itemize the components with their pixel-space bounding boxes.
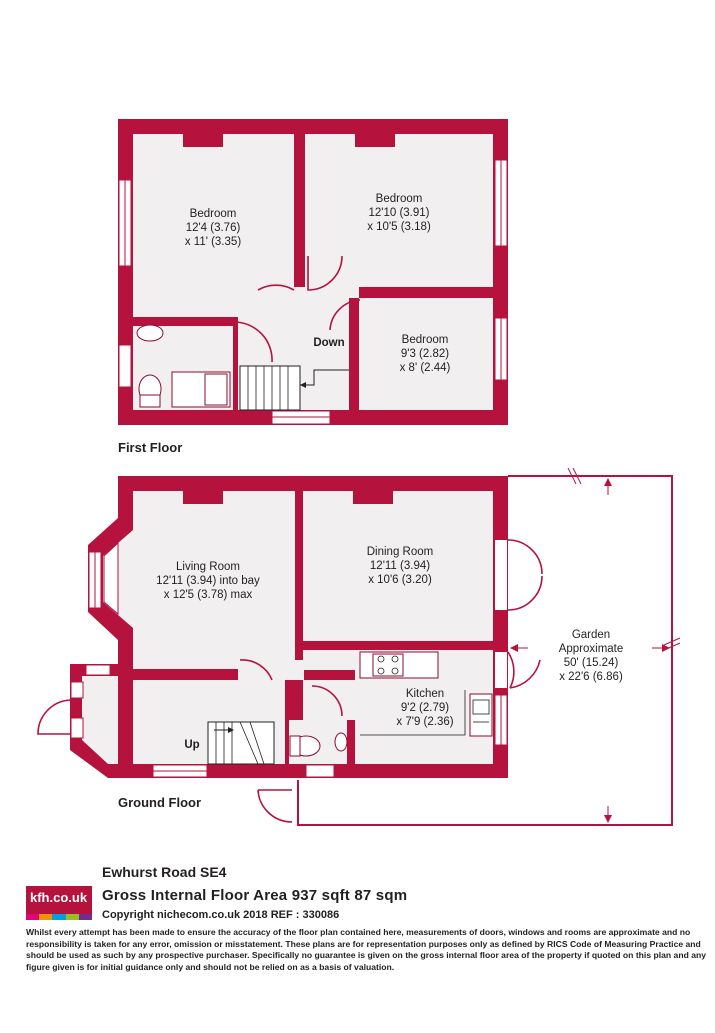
logo-color-stripes xyxy=(26,914,93,920)
svg-text:Bedroom: Bedroom xyxy=(376,193,423,205)
stair-arrow xyxy=(300,369,349,386)
svg-text:Garden: Garden xyxy=(572,629,610,641)
floor-area: Gross Internal Floor Area 937 sqft 87 sq… xyxy=(102,887,408,904)
svg-text:x 10'6 (3.20): x 10'6 (3.20) xyxy=(368,574,432,586)
chimney-breast xyxy=(355,134,395,147)
living-room-floor xyxy=(133,491,295,669)
basin xyxy=(136,324,164,342)
svg-text:12'10 (3.91): 12'10 (3.91) xyxy=(368,207,429,219)
room-dim: x 12'5 (3.78) max xyxy=(164,589,253,601)
svg-text:12'11 (3.94) into bay: 12'11 (3.94) into bay xyxy=(156,575,260,587)
chimney-breast xyxy=(183,134,223,147)
door-swing xyxy=(257,789,293,823)
room-dim: 12'11 (3.94) into bay xyxy=(156,575,260,587)
room-dim: 12'4 (3.76) xyxy=(186,222,241,234)
landing-link xyxy=(294,287,359,298)
logo-stripe xyxy=(39,914,53,920)
logo-stripe xyxy=(65,914,79,920)
room-dim: x 10'6 (3.20) xyxy=(368,574,432,586)
svg-text:x 22'6 (6.86): x 22'6 (6.86) xyxy=(559,671,623,683)
svg-text:x 10'5 (3.18): x 10'5 (3.18) xyxy=(367,221,431,233)
door-swing xyxy=(329,299,361,331)
room-name: Bedroom xyxy=(402,334,449,346)
garden-dim: x 22'6 (6.86) xyxy=(559,671,623,683)
kitchen-counter xyxy=(360,690,466,736)
svg-text:Approximate: Approximate xyxy=(559,643,624,655)
room-dim: x 8' (2.44) xyxy=(400,362,451,374)
svg-text:50' (15.24): 50' (15.24) xyxy=(564,657,619,669)
svg-text:Down: Down xyxy=(313,337,344,349)
ground-floor-label: Ground Floor xyxy=(118,795,202,810)
room-name: Kitchen xyxy=(406,688,444,700)
svg-text:Up: Up xyxy=(184,739,199,751)
svg-text:12'4 (3.76): 12'4 (3.76) xyxy=(186,222,241,234)
garden-dim: 50' (15.24) xyxy=(564,657,619,669)
svg-text:x 12'5 (3.78) max: x 12'5 (3.78) max xyxy=(164,589,253,601)
room-name: Bedroom xyxy=(190,208,237,220)
property-address: Ewhurst Road SE4 xyxy=(102,864,227,880)
stair-label: Up xyxy=(184,739,199,751)
door-swing xyxy=(307,255,343,291)
basin xyxy=(334,732,348,752)
svg-text:12'11 (3.94): 12'11 (3.94) xyxy=(370,560,430,572)
svg-text:9'3 (2.82): 9'3 (2.82) xyxy=(401,348,449,360)
bay-window xyxy=(103,541,119,616)
shower-tray xyxy=(204,373,228,406)
stair-label: Down xyxy=(313,337,344,349)
window xyxy=(85,664,111,676)
first-floor-plan: Bedroom 12'4 (3.76) x 11' (3.35) Bedroom… xyxy=(118,119,508,425)
room-dim: 9'2 (2.79) xyxy=(401,702,449,714)
logo-stripe xyxy=(52,914,66,920)
door-swing xyxy=(257,284,295,291)
svg-text:x 7'9 (2.36): x 7'9 (2.36) xyxy=(396,716,453,728)
room-dim: 12'10 (3.91) xyxy=(368,207,429,219)
disclaimer: Whilst every attempt has been made to en… xyxy=(26,927,707,972)
first-floor-label: First Floor xyxy=(118,440,183,455)
room-dim: x 10'5 (3.18) xyxy=(367,221,431,233)
door-swing xyxy=(239,659,273,681)
door-swing xyxy=(507,575,543,611)
garden-name: Garden xyxy=(572,629,610,641)
dining-room-floor xyxy=(303,491,493,641)
staircase xyxy=(207,721,275,765)
svg-text:x 8' (2.44): x 8' (2.44) xyxy=(400,362,451,374)
room-dim: x 11' (3.35) xyxy=(185,236,241,248)
garden-boundary xyxy=(297,475,673,826)
garden-note: Approximate xyxy=(559,643,624,655)
svg-text:Dining Room: Dining Room xyxy=(367,546,433,558)
svg-text:Living Room: Living Room xyxy=(176,561,240,573)
window xyxy=(70,681,84,699)
door-swing xyxy=(507,651,515,689)
room-name: Living Room xyxy=(176,561,240,573)
staircase xyxy=(239,365,301,411)
porch-floor xyxy=(82,676,118,764)
room-dim: x 7'9 (2.36) xyxy=(396,716,453,728)
room-dim: 9'3 (2.82) xyxy=(401,348,449,360)
room-name: Dining Room xyxy=(367,546,433,558)
copyright: Copyright nichecom.co.uk 2018 REF : 3300… xyxy=(102,909,340,921)
logo-stripe xyxy=(26,914,40,920)
svg-text:Bedroom: Bedroom xyxy=(402,334,449,346)
bedroom-2-floor xyxy=(305,134,493,287)
ground-floor-plan: Living Room 12'11 (3.94) into bay x 12'5… xyxy=(37,467,681,826)
logo-stripe xyxy=(78,914,93,920)
bedroom-3-floor xyxy=(359,298,493,410)
door-swing xyxy=(311,685,343,717)
door-swing xyxy=(507,539,543,575)
svg-text:9'2 (2.79): 9'2 (2.79) xyxy=(401,702,449,714)
svg-text:Kitchen: Kitchen xyxy=(406,688,444,700)
svg-text:x 11' (3.35): x 11' (3.35) xyxy=(185,236,241,248)
window xyxy=(118,344,132,388)
window xyxy=(70,717,84,739)
floor-plan: Bedroom 12'4 (3.76) x 11' (3.35) Bedroom… xyxy=(37,119,681,826)
svg-text:Bedroom: Bedroom xyxy=(190,208,237,220)
room-dim: 12'11 (3.94) xyxy=(370,560,430,572)
sink xyxy=(469,693,493,737)
door-swing xyxy=(233,321,273,363)
room-name: Bedroom xyxy=(376,193,423,205)
hob xyxy=(372,653,404,677)
window xyxy=(305,764,335,778)
front-door-swing xyxy=(37,699,71,735)
